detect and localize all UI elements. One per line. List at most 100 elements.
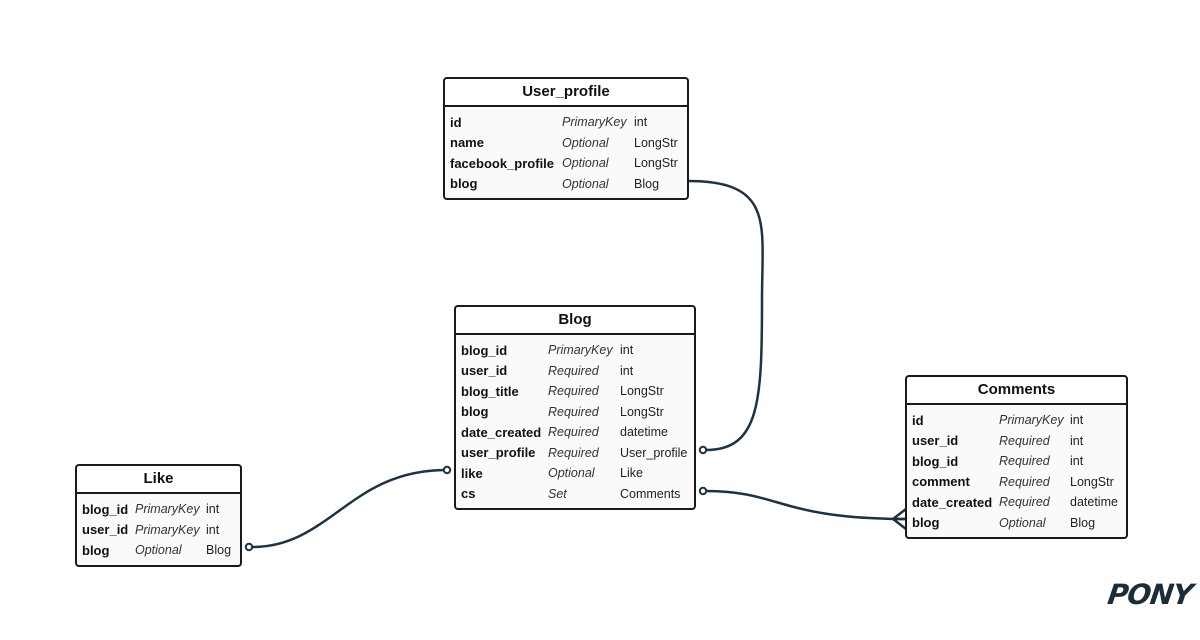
connector-crowfoot-comments [891,507,908,531]
attribute-type: int [206,522,220,537]
attribute-kind: PrimaryKey [999,413,1064,428]
attribute-row: like Optional Like [456,463,694,484]
attribute-name: id [912,412,924,428]
entity-title: Like [77,466,240,494]
connector-userprofile-blog[interactable] [687,179,764,452]
attribute-name: comment [912,474,970,490]
attribute-type: LongStr [1070,474,1114,489]
attribute-type: int [620,343,634,358]
attribute-kind: PrimaryKey [562,115,627,130]
attribute-row: blog_title Required LongStr [456,381,694,402]
attribute-type: int [634,115,648,130]
attribute-type: LongStr [634,156,678,171]
attribute-name: like [461,465,483,481]
pony-logo: PONY [1106,578,1195,611]
attribute-kind: Required [548,384,599,399]
attribute-name: blog_title [461,383,519,399]
attribute-type: LongStr [620,404,664,419]
attribute-kind: Optional [548,466,595,481]
attribute-type: int [206,502,220,517]
attribute-name: user_id [912,433,959,449]
attribute-type: datetime [620,425,668,440]
attribute-name: name [450,135,484,151]
attribute-kind: PrimaryKey [135,522,200,537]
attribute-name: blog [912,515,940,531]
attribute-kind: Optional [562,156,609,171]
connector-end-optional-blog-userprofile [698,445,708,455]
attribute-row: id PrimaryKey int [907,410,1126,431]
attribute-kind: Required [548,425,599,440]
attribute-kind: Optional [999,515,1046,530]
entity-title: Comments [907,377,1126,405]
attribute-row: blog_id PrimaryKey int [456,340,694,361]
attribute-name: facebook_profile [450,155,555,171]
attribute-name: blog [461,404,489,420]
attribute-row: date_created Required datetime [456,422,694,443]
attribute-type: Like [620,466,643,481]
attribute-kind: Optional [562,176,609,191]
attribute-kind: Optional [135,543,182,558]
attribute-name: blog_id [912,453,959,469]
attribute-kind: PrimaryKey [548,343,613,358]
attribute-row: user_id Required int [456,361,694,382]
attribute-kind: Optional [562,135,609,150]
attribute-name: user_id [461,363,508,379]
connector-like-blog[interactable] [251,468,447,549]
attribute-type: Blog [634,176,660,191]
attribute-name: blog_id [461,342,508,358]
attribute-row: name Optional LongStr [445,133,687,154]
attribute-type: int [1070,433,1084,448]
attribute-type: LongStr [634,135,678,150]
attribute-name: blog [82,542,110,558]
pony-logo-text: PONY [1105,578,1195,611]
attribute-kind: Required [999,454,1050,469]
attribute-name: date_created [912,494,993,510]
entity-title: Blog [456,307,694,335]
attribute-name: cs [461,486,476,502]
attribute-type: LongStr [620,384,664,399]
attribute-name: user_profile [461,445,536,461]
connector-end-optional-blog-cs [698,486,708,496]
attribute-type: int [1070,413,1084,428]
attribute-kind: Required [999,433,1050,448]
attribute-name: id [450,114,462,130]
attribute-type: datetime [1070,495,1118,510]
attribute-kind: Required [548,363,599,378]
attribute-row: id PrimaryKey int [445,112,687,133]
attribute-type: Comments [620,486,681,501]
attribute-row: facebook_profile Optional LongStr [445,153,687,174]
attribute-kind: Required [999,474,1050,489]
connector-blog-comments[interactable] [705,489,907,521]
attribute-kind: Set [548,486,567,501]
attribute-name: date_created [461,424,542,440]
attribute-type: Blog [1070,515,1096,530]
attribute-name: blog [450,176,478,192]
attribute-row: comment Required LongStr [907,472,1126,493]
attribute-row: cs Set Comments [456,484,694,505]
attribute-type: int [620,363,634,378]
attribute-kind: Required [548,445,599,460]
attribute-row: user_id Required int [907,431,1126,452]
entity-title: User_profile [445,79,687,107]
attribute-row: blog_id PrimaryKey int [77,499,240,520]
attribute-row: blog_id Required int [907,451,1126,472]
attribute-kind: PrimaryKey [135,502,200,517]
connector-end-optional-blog-like [442,465,452,475]
attribute-name: blog_id [82,501,129,517]
attribute-type: int [1070,454,1084,469]
connector-end-optional-like [244,542,254,552]
attribute-row: blog Optional Blog [907,513,1126,534]
